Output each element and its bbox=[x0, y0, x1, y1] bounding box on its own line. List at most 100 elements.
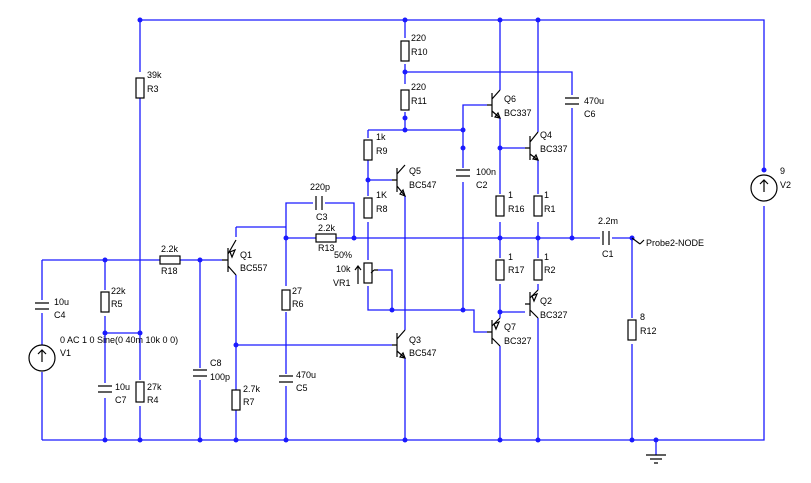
r6-ref: R6 bbox=[292, 299, 304, 309]
ground-icon bbox=[646, 454, 666, 464]
q6-ref: Q6 bbox=[504, 94, 516, 104]
r7-value: 2.7k bbox=[243, 384, 261, 394]
resistor-r4[interactable]: 27k R4 bbox=[135, 381, 162, 405]
transistor-q5[interactable]: Q5 BC547 bbox=[392, 164, 437, 198]
r9-value: 1k bbox=[376, 132, 386, 142]
transistor-q2[interactable]: Q2 BC327 bbox=[525, 289, 568, 320]
r2-value: 1 bbox=[544, 252, 549, 262]
c4-value: 10u bbox=[54, 297, 69, 307]
capacitor-c4[interactable]: 10u C4 bbox=[35, 297, 69, 320]
r17-value: 1 bbox=[508, 252, 513, 262]
c7-value: 10u bbox=[115, 382, 130, 392]
resistor-r1[interactable]: 1 R1 bbox=[533, 190, 556, 217]
q7-model: BC327 bbox=[504, 336, 532, 346]
r10-value: 220 bbox=[411, 33, 426, 43]
resistor-r3[interactable]: 39k R3 bbox=[135, 70, 162, 99]
q3-model: BC547 bbox=[409, 348, 437, 358]
q3-ref: Q3 bbox=[409, 335, 421, 345]
q1-ref: Q1 bbox=[240, 250, 252, 260]
potentiometer-vr1[interactable]: 50% 10k VR1 bbox=[333, 250, 378, 288]
resistor-r5[interactable]: 22k R5 bbox=[100, 286, 126, 313]
probe-marker[interactable]: Probe2-NODE bbox=[631, 237, 704, 248]
capacitor-c1[interactable]: 2.2m C1 bbox=[598, 216, 618, 259]
capacitor-c8[interactable]: C8 100p bbox=[193, 358, 230, 382]
resistor-r8[interactable]: 1K R8 bbox=[363, 190, 388, 219]
junctions bbox=[102, 17, 767, 443]
resistor-r11[interactable]: 220 R11 bbox=[400, 82, 427, 111]
r8-value: 1K bbox=[376, 190, 387, 200]
r16-ref: R16 bbox=[508, 204, 525, 214]
r3-value: 39k bbox=[147, 70, 162, 80]
c6-ref: C6 bbox=[584, 109, 596, 119]
resistor-r2[interactable]: 1 R2 bbox=[533, 252, 556, 281]
q6-model: BC337 bbox=[504, 108, 532, 118]
c8-ref: C8 bbox=[210, 358, 222, 368]
c4-ref: C4 bbox=[54, 310, 66, 320]
r11-value: 220 bbox=[411, 82, 426, 92]
probe-label: Probe2-NODE bbox=[646, 238, 704, 248]
q5-model: BC547 bbox=[409, 180, 437, 190]
v2-ref: V2 bbox=[780, 180, 791, 190]
source-v1[interactable]: 0 AC 1 0 Sine(0 40m 10k 0 0) V1 bbox=[28, 335, 178, 372]
source-v2[interactable]: 9 V2 bbox=[750, 166, 791, 202]
transistor-q4[interactable]: Q4 BC337 bbox=[525, 130, 568, 161]
transistor-q6[interactable]: Q6 BC337 bbox=[487, 89, 532, 119]
capacitor-c7[interactable]: 10u C7 bbox=[98, 382, 130, 405]
r6-value: 27 bbox=[292, 286, 302, 296]
c1-value: 2.2m bbox=[598, 216, 618, 226]
r9-ref: R9 bbox=[376, 146, 388, 156]
r5-ref: R5 bbox=[111, 299, 123, 309]
r3-ref: R3 bbox=[147, 84, 159, 94]
q1-model: BC557 bbox=[240, 263, 268, 273]
resistor-r16[interactable]: 1 R16 bbox=[495, 190, 525, 217]
vr1-value: 10k bbox=[336, 264, 351, 274]
resistor-r18[interactable]: 2.2k R18 bbox=[159, 244, 181, 276]
c1-ref: C1 bbox=[602, 249, 614, 259]
capacitor-c3[interactable]: 220p C3 bbox=[310, 182, 330, 222]
transistor-q1[interactable]: Q1 BC557 bbox=[222, 239, 268, 276]
transistor-q3[interactable]: Q3 BC547 bbox=[392, 329, 437, 359]
r2-ref: R2 bbox=[544, 265, 556, 275]
capacitor-c5[interactable]: 470u C5 bbox=[279, 370, 316, 393]
vr1-percent: 50% bbox=[334, 250, 352, 260]
c6-value: 470u bbox=[584, 96, 604, 106]
c2-ref: C2 bbox=[476, 180, 488, 190]
r5-value: 22k bbox=[111, 286, 126, 296]
r18-value: 2.2k bbox=[161, 244, 179, 254]
resistor-r6[interactable]: 27 R6 bbox=[281, 286, 304, 311]
r12-value: 8 bbox=[640, 312, 645, 322]
r12-ref: R12 bbox=[640, 326, 657, 336]
r4-value: 27k bbox=[147, 382, 162, 392]
capacitor-c2[interactable]: 100n C2 bbox=[456, 167, 496, 190]
r1-value: 1 bbox=[544, 190, 549, 200]
r1-ref: R1 bbox=[544, 204, 556, 214]
q7-ref: Q7 bbox=[504, 322, 516, 332]
r8-ref: R8 bbox=[376, 204, 388, 214]
r11-ref: R11 bbox=[411, 96, 427, 106]
resistor-r17[interactable]: 1 R17 bbox=[495, 252, 525, 281]
resistor-r9[interactable]: 1k R9 bbox=[363, 132, 388, 161]
c3-value: 220p bbox=[310, 182, 330, 192]
resistor-r12[interactable]: 8 R12 bbox=[627, 312, 657, 341]
c5-value: 470u bbox=[296, 370, 316, 380]
r17-ref: R17 bbox=[508, 265, 525, 275]
q2-model: BC327 bbox=[540, 310, 568, 320]
q5-ref: Q5 bbox=[409, 166, 421, 176]
q4-ref: Q4 bbox=[540, 130, 552, 140]
r16-value: 1 bbox=[508, 190, 513, 200]
v1-ref: V1 bbox=[60, 348, 71, 358]
r18-ref: R18 bbox=[161, 266, 178, 276]
resistor-r13[interactable]: 2.2k R13 bbox=[315, 223, 337, 253]
resistor-r7[interactable]: 2.7k R7 bbox=[231, 384, 261, 411]
resistor-r10[interactable]: 220 R10 bbox=[400, 33, 428, 62]
capacitor-c6[interactable]: 470u C6 bbox=[565, 96, 604, 119]
r7-ref: R7 bbox=[243, 397, 255, 407]
transistor-q7[interactable]: Q7 BC327 bbox=[487, 317, 532, 347]
c5-ref: C5 bbox=[296, 383, 308, 393]
v1-value: 0 AC 1 0 Sine(0 40m 10k 0 0) bbox=[60, 335, 178, 345]
c3-ref: C3 bbox=[316, 212, 328, 222]
q2-ref: Q2 bbox=[540, 296, 552, 306]
r4-ref: R4 bbox=[147, 395, 159, 405]
r10-ref: R10 bbox=[411, 47, 428, 57]
r13-value: 2.2k bbox=[318, 223, 336, 233]
